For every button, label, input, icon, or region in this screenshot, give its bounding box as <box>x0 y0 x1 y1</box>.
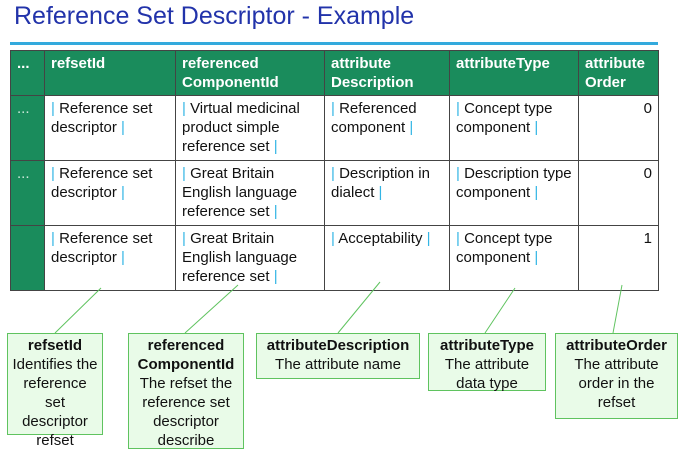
cell-attributeorder: 1 <box>578 225 659 291</box>
page-title: Reference Set Descriptor - Example <box>14 2 415 30</box>
callout-heading: attributeDescription <box>266 337 410 354</box>
table-header-row: ... refsetId referenced ComponentId attr… <box>10 50 659 96</box>
callout-text: Identifies the reference set descriptor … <box>12 356 98 449</box>
callout-text: The attribute order in the refset <box>574 356 659 411</box>
callout-refsetid: refsetId Identifies the reference set de… <box>7 333 103 449</box>
cell-refsetid: | Reference set descriptor | <box>44 160 176 226</box>
callout-heading: referenced ComponentId <box>137 337 235 373</box>
cell-attributeorder: 0 <box>578 160 659 226</box>
callout-text: The refset the reference set descriptor … <box>139 375 233 449</box>
connector-attributeorder <box>612 284 623 334</box>
cell-refsetid: | Reference set descriptor | <box>44 225 176 291</box>
column-header-stub: ... <box>10 50 45 96</box>
column-header-refsetid: refsetId <box>44 50 176 96</box>
callout-heading: refsetId <box>27 337 83 354</box>
connector-refsetid <box>54 287 102 334</box>
column-header-attributedescription: attribute Description <box>324 50 450 96</box>
column-header-referencedcomponentid: referenced ComponentId <box>175 50 325 96</box>
column-header-attributeorder: attribute Order <box>578 50 659 96</box>
table-row: | Reference set descriptor | | Great Bri… <box>10 225 659 291</box>
cell-attributetype: | Description type component | <box>449 160 579 226</box>
callout-text: The attribute data type <box>444 356 530 392</box>
callout-attributetype: attributeType The attribute data type <box>428 333 546 392</box>
cell-referencedcomponentid: | Great Britain English language referen… <box>175 225 325 291</box>
connector-attributetype <box>484 287 516 334</box>
callout-heading: attributeType <box>440 337 534 354</box>
table-row: ... | Reference set descriptor | | Virtu… <box>10 95 659 161</box>
table-row: ... | Reference set descriptor | | Great… <box>10 160 659 226</box>
refset-descriptor-table: ... refsetId referenced ComponentId attr… <box>10 50 659 291</box>
cell-attributetype: | Concept type component | <box>449 225 579 291</box>
cell-attributedescription: | Acceptability | <box>324 225 450 291</box>
callout-text: The attribute name <box>275 356 401 373</box>
row-stub: ... <box>10 160 45 226</box>
cell-refsetid: | Reference set descriptor | <box>44 95 176 161</box>
cell-attributedescription: | Description in dialect | <box>324 160 450 226</box>
cell-attributetype: | Concept type component | <box>449 95 579 161</box>
connector-referencedcomponentid <box>184 284 239 334</box>
callout-attributeorder: attributeOrder The attribute order in th… <box>555 333 678 419</box>
cell-attributedescription: | Referenced component | <box>324 95 450 161</box>
callout-referencedcomponentid: referenced ComponentId The refset the re… <box>128 333 244 449</box>
title-divider <box>10 42 658 45</box>
connector-attributedescription <box>337 281 381 334</box>
column-header-attributetype: attributeType <box>449 50 579 96</box>
callout-heading: attributeOrder <box>566 337 667 354</box>
cell-attributeorder: 0 <box>578 95 659 161</box>
callout-attributedescription: attributeDescription The attribute name <box>256 333 420 379</box>
cell-referencedcomponentid: | Virtual medicinal product simple refer… <box>175 95 325 161</box>
row-stub: ... <box>10 95 45 161</box>
